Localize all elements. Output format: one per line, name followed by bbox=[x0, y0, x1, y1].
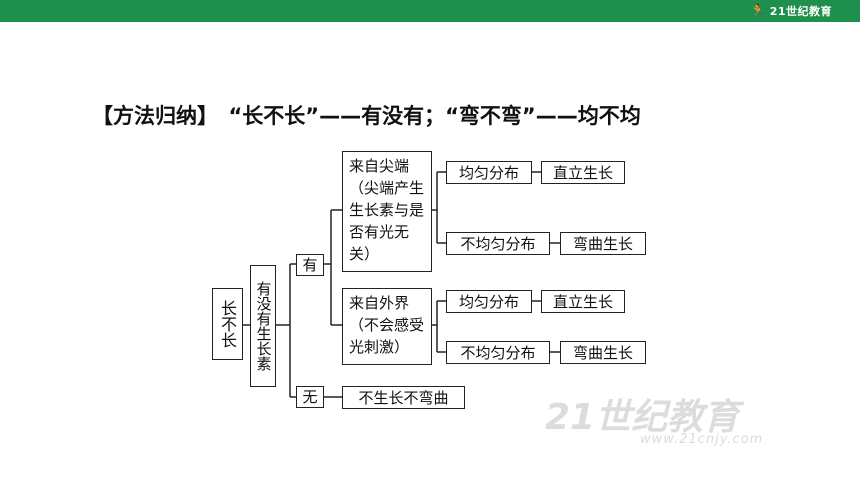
bending-growth-node-1: 弯曲生长 bbox=[560, 232, 646, 255]
brand-logo-text: 21世纪教育 bbox=[769, 5, 832, 18]
bending-growth-label-1: 弯曲生长 bbox=[572, 234, 633, 253]
even-distribution-node-2: 均匀分布 bbox=[446, 290, 532, 313]
no-growth-node: 不生长不弯曲 bbox=[342, 386, 465, 409]
bending-growth-node-2: 弯曲生长 bbox=[560, 341, 646, 364]
root-node: 长不长 bbox=[212, 288, 243, 360]
auxin-presence-label: 有没有生长素 bbox=[254, 281, 273, 371]
no-auxin-node: 无 bbox=[296, 386, 324, 408]
external-source-label: 来自外界（不会感受光刺激） bbox=[349, 294, 425, 356]
uneven-distribution-label-1: 不均匀分布 bbox=[460, 234, 536, 253]
even-distribution-node-1: 均匀分布 bbox=[446, 161, 532, 184]
has-auxin-label: 有 bbox=[302, 256, 318, 274]
straight-growth-node-2: 直立生长 bbox=[541, 290, 625, 313]
has-auxin-node: 有 bbox=[296, 254, 324, 276]
watermark-logo: 21世纪教育 bbox=[545, 397, 740, 438]
no-auxin-label: 无 bbox=[302, 388, 318, 406]
tip-source-label: 来自尖端（尖端产生生长素与是否有光无关） bbox=[349, 157, 425, 263]
straight-growth-label-2: 直立生长 bbox=[552, 292, 613, 311]
brand-logo: 🏃 21世纪教育 bbox=[750, 3, 833, 19]
auxin-presence-node: 有没有生长素 bbox=[250, 265, 276, 387]
external-source-node: 来自外界（不会感受光刺激） bbox=[342, 288, 432, 365]
uneven-distribution-label-2: 不均匀分布 bbox=[460, 343, 536, 362]
top-banner: 🏃 21世纪教育 bbox=[0, 0, 860, 22]
straight-growth-node-1: 直立生长 bbox=[541, 161, 625, 184]
method-summary-heading: 【方法归纳】 “长不长”——有没有；“弯不弯”——均不均 bbox=[92, 104, 641, 128]
root-node-label: 长不长 bbox=[218, 300, 237, 348]
watermark-url: www.21cnjy.com bbox=[640, 432, 764, 447]
no-growth-label: 不生长不弯曲 bbox=[358, 388, 449, 407]
tip-source-node: 来自尖端（尖端产生生长素与是否有光无关） bbox=[342, 151, 432, 272]
uneven-distribution-node-1: 不均匀分布 bbox=[446, 232, 550, 255]
even-distribution-label-2: 均匀分布 bbox=[458, 292, 519, 311]
runner-icon: 🏃 bbox=[749, 3, 766, 19]
straight-growth-label-1: 直立生长 bbox=[552, 163, 613, 182]
uneven-distribution-node-2: 不均匀分布 bbox=[446, 341, 550, 364]
even-distribution-label-1: 均匀分布 bbox=[458, 163, 519, 182]
bending-growth-label-2: 弯曲生长 bbox=[572, 343, 633, 362]
